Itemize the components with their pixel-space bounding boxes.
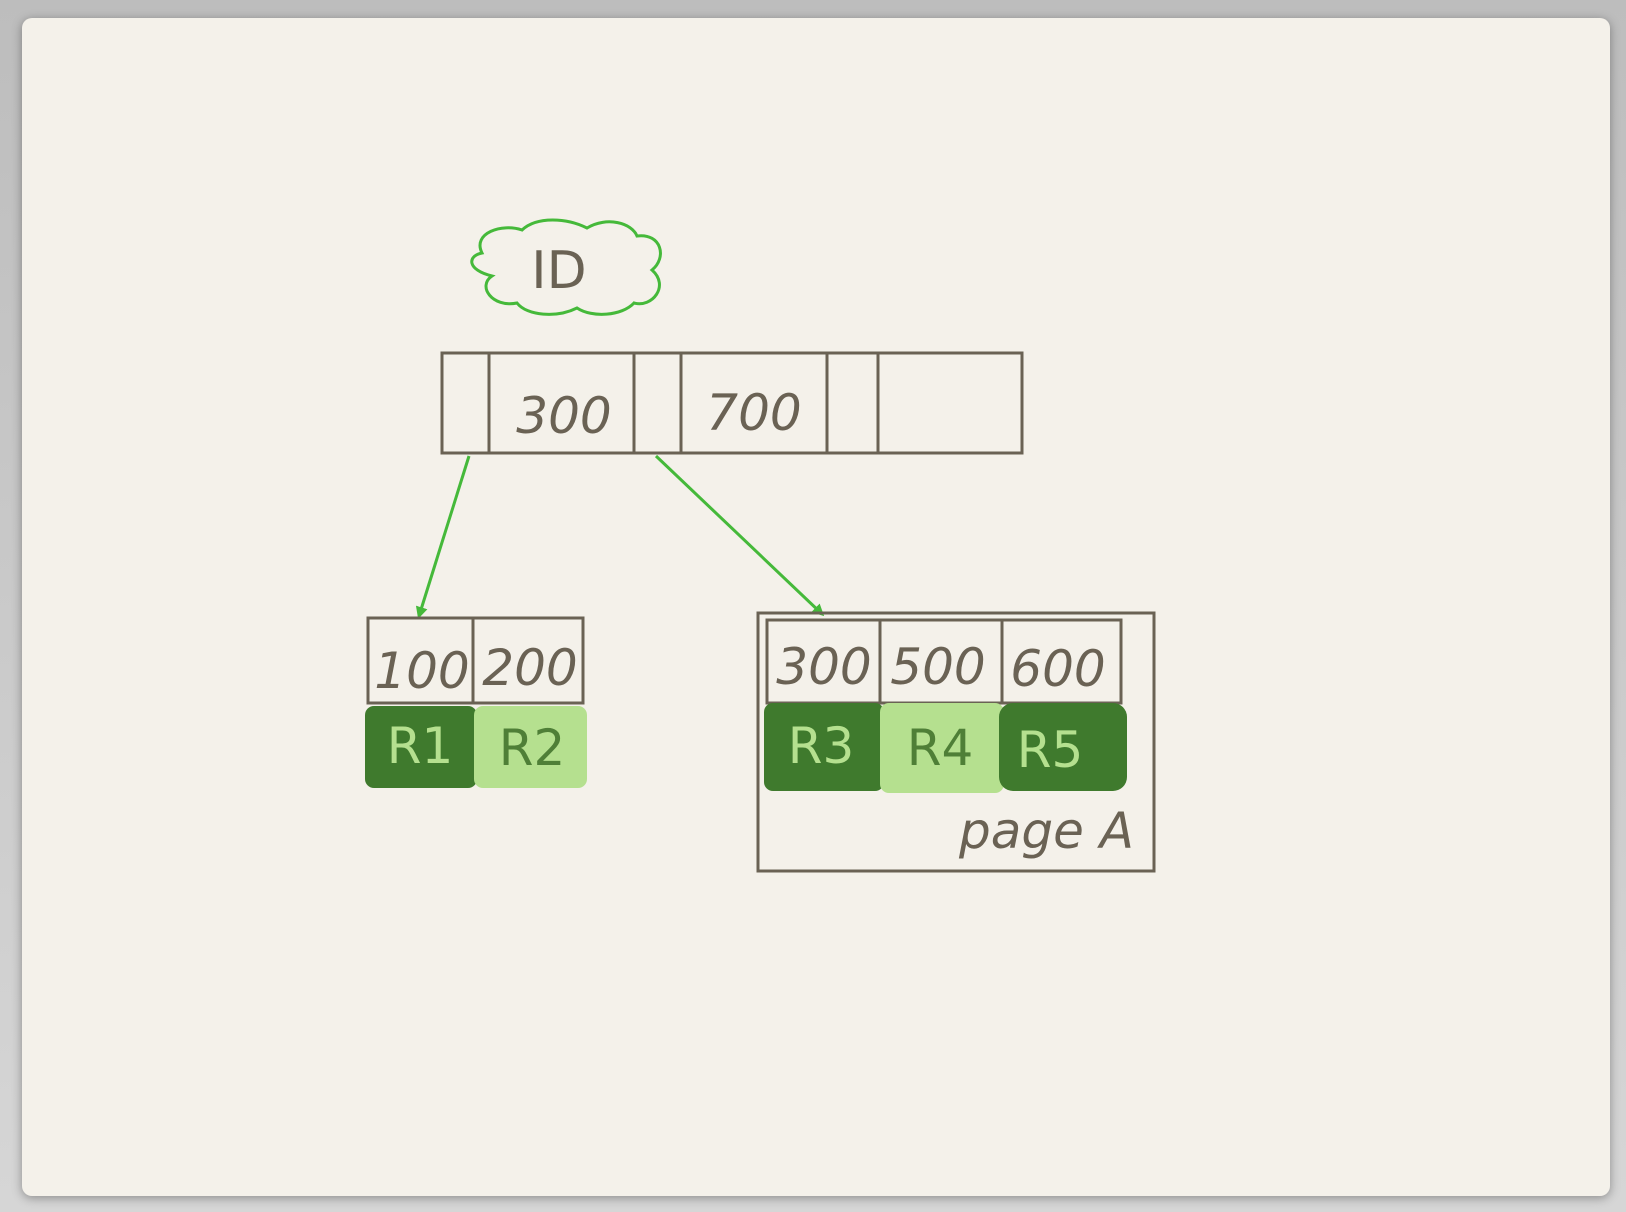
index-title-cloud: ID	[470, 218, 662, 316]
leaf-page: 300 500 600 R3 R4 R5 page A	[756, 611, 1156, 873]
page-label: page A	[958, 802, 1134, 860]
drawing-canvas: ID 300 700 100 200	[22, 18, 1610, 1196]
index-title: ID	[531, 241, 586, 301]
root-key: 700	[706, 384, 801, 442]
child-pointer-arrow	[654, 454, 825, 617]
page-boundary	[756, 611, 1156, 873]
record-cell	[365, 706, 477, 788]
record-cell	[999, 703, 1127, 791]
record-label: R3	[788, 717, 855, 775]
child-pointer-arrow	[415, 455, 471, 619]
leaf-key: 100	[374, 642, 469, 700]
root-node: 300 700	[440, 351, 1024, 455]
leaf-node: 100 200 R1 R2	[365, 616, 587, 788]
record-cell	[474, 706, 587, 788]
leaf-key: 500	[890, 638, 985, 696]
record-cell	[764, 703, 884, 791]
btree-diagram: ID 300 700 100 200	[365, 218, 1156, 873]
record-label: R2	[499, 719, 566, 777]
record-cell	[880, 703, 1004, 793]
leaf-key: 300	[776, 638, 871, 696]
record-label: R4	[907, 719, 974, 777]
leaf-key: 600	[1010, 640, 1105, 698]
root-key: 300	[516, 387, 611, 445]
cloud-outline	[470, 218, 662, 316]
root-node-outline	[440, 351, 1024, 455]
record-label: R5	[1017, 721, 1084, 779]
leaf-key-row	[366, 616, 585, 705]
record-label: R1	[387, 717, 454, 775]
leaf-key: 200	[482, 639, 577, 697]
